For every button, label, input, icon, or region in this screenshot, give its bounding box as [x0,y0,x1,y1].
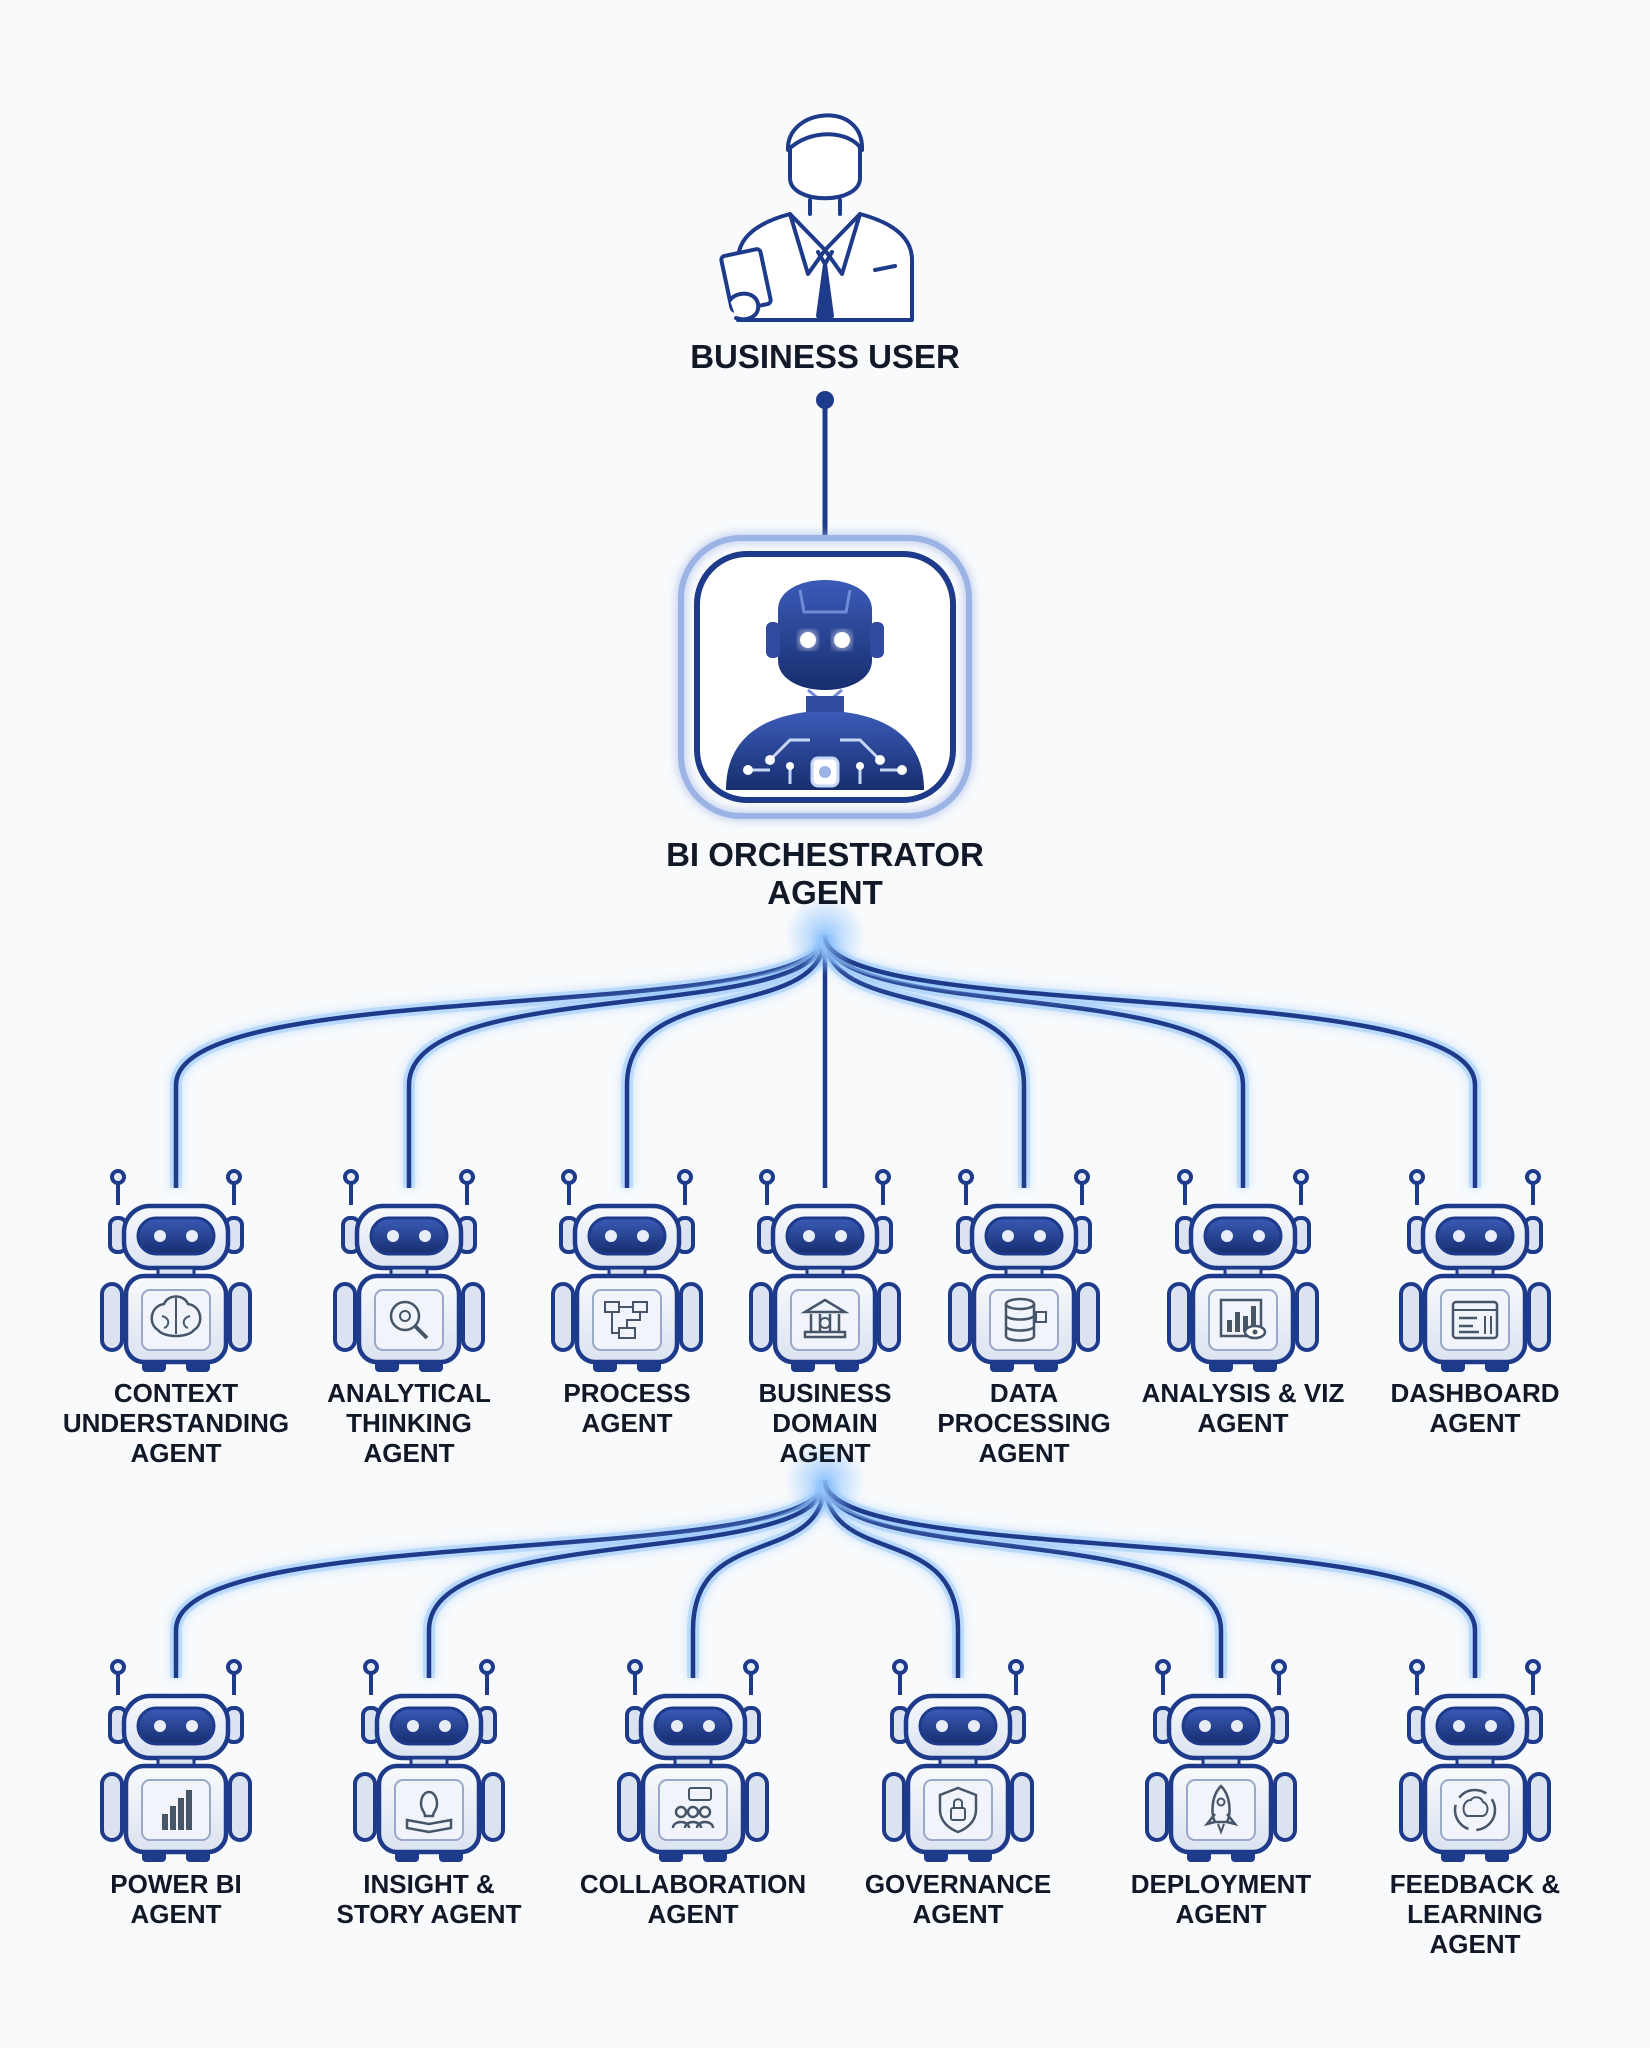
row1-agent-4-label-line-1: PROCESSING [937,1408,1110,1438]
row1-agent-5-label-line-0: ANALYSIS & VIZ [1142,1378,1345,1408]
rocket-icon [1203,1784,1239,1835]
robot-icon [553,1171,701,1372]
business-user-label: BUSINESS USER [690,338,960,375]
orchestrator-label-line-1: BI ORCHESTRATOR [666,836,984,873]
row1-agent-2-label-line-0: PROCESS [563,1378,690,1408]
orchestrator-connector-glow-6 [819,933,1481,1188]
orchestrator-label-line-2: AGENT [767,874,883,911]
robot-icon [1401,1171,1549,1372]
dashboard-icon [1451,1300,1499,1340]
row1-agent-0-label-line-1: UNDERSTANDING [63,1408,289,1438]
brain-icon [150,1295,202,1338]
row2-agent-5-label-line-2: AGENT [1430,1929,1521,1959]
row2-agent-5-label-line-1: LEARNING [1407,1899,1543,1929]
domain-connector-line-0 [173,1479,828,1678]
row2-agent-3-label-line-0: GOVERNANCE [865,1869,1051,1899]
agent-row-1: CONTEXTUNDERSTANDINGAGENTANALYTICALTHINK… [63,1171,1560,1468]
user-connector-dot [816,391,834,409]
business-user-node: BUSINESS USER [690,113,960,375]
chart-eye-icon [1219,1298,1267,1340]
brain-cycle-icon [1453,1788,1497,1832]
row1-agent-5-label-line-1: AGENT [1198,1408,1289,1438]
row1-agent-0-label-line-0: CONTEXT [114,1378,238,1408]
row2-agent-1[interactable]: INSIGHT &STORY AGENT [337,1661,522,1929]
row1-agent-6-label-line-0: DASHBOARD [1391,1378,1560,1408]
row1-agent-0-label-line-2: AGENT [131,1438,222,1468]
hub-glows [785,895,865,1520]
row2-agent-1-label-line-1: STORY AGENT [337,1899,522,1929]
domain-connector-glow-4 [819,1479,1227,1678]
row2-agent-0-label-line-0: POWER BI [110,1869,241,1899]
flowchart-icon [604,1301,648,1339]
domain-connector-glow-5 [819,1478,1481,1678]
robot-icon [751,1171,899,1372]
domain-hub-glow [785,1440,865,1520]
orchestrator-connector-line-0 [173,934,828,1188]
database-icon [1004,1297,1047,1342]
power-bi-icon [162,1790,192,1830]
business-user-icon [719,113,914,322]
bank-icon [800,1298,850,1339]
robot-icon [102,1661,250,1862]
row1-agent-1-label-line-1: THINKING [346,1408,472,1438]
row1-agent-4-label-line-0: DATA [990,1378,1059,1408]
domain-connector-glow-0 [170,1478,831,1678]
lightbulb-book-icon [405,1790,453,1834]
robot-icon [950,1171,1098,1372]
row2-agent-0-label-line-1: AGENT [131,1899,222,1929]
team-chat-icon [671,1787,715,1829]
robot-icon [1401,1661,1549,1862]
row1-agent-6-label-line-1: AGENT [1430,1408,1521,1438]
orchestrator-node[interactable]: BI ORCHESTRATOR AGENT [666,535,984,911]
row1-agent-1-label-line-2: AGENT [364,1438,455,1468]
robot-icon [619,1661,767,1862]
row1-agent-3-label-line-0: BUSINESS [759,1378,892,1408]
row2-agent-4-label-line-1: AGENT [1176,1899,1267,1929]
orchestrator-connector-line-6 [822,934,1478,1188]
row2-agent-2-label-line-1: AGENT [648,1899,739,1929]
row1-agent-1-label-line-0: ANALYTICAL [327,1378,491,1408]
row1-agent-2-label-line-1: AGENT [582,1408,673,1438]
row1-agent-3-label-line-2: AGENT [780,1438,871,1468]
row2-agent-2-label-line-0: COLLABORATION [580,1869,806,1899]
domain-connector-line-5 [822,1479,1478,1678]
row2-agent-4-label-line-0: DEPLOYMENT [1131,1869,1312,1899]
gear-magnifier-icon [389,1300,429,1340]
orchestrator-outer-frame [678,535,972,819]
robot-icon [1169,1171,1317,1372]
orchestrator-connector-glow-0 [170,933,831,1188]
orchestrator-robot-icon [726,580,924,790]
row2-agent-1-label-line-0: INSIGHT & [363,1869,494,1899]
row1-agent-4-label-line-2: AGENT [979,1438,1070,1468]
robot-icon [335,1171,483,1372]
robot-icon [102,1171,250,1372]
row2-agent-3-label-line-1: AGENT [913,1899,1004,1929]
row1-agent-3-label-line-1: DOMAIN [772,1408,877,1438]
orchestrator-hub-glow [785,895,865,975]
row2-agent-5-label-line-0: FEEDBACK & [1390,1869,1560,1899]
shield-lock-icon [938,1786,978,1834]
domain-connector-glow-1 [423,1479,831,1678]
